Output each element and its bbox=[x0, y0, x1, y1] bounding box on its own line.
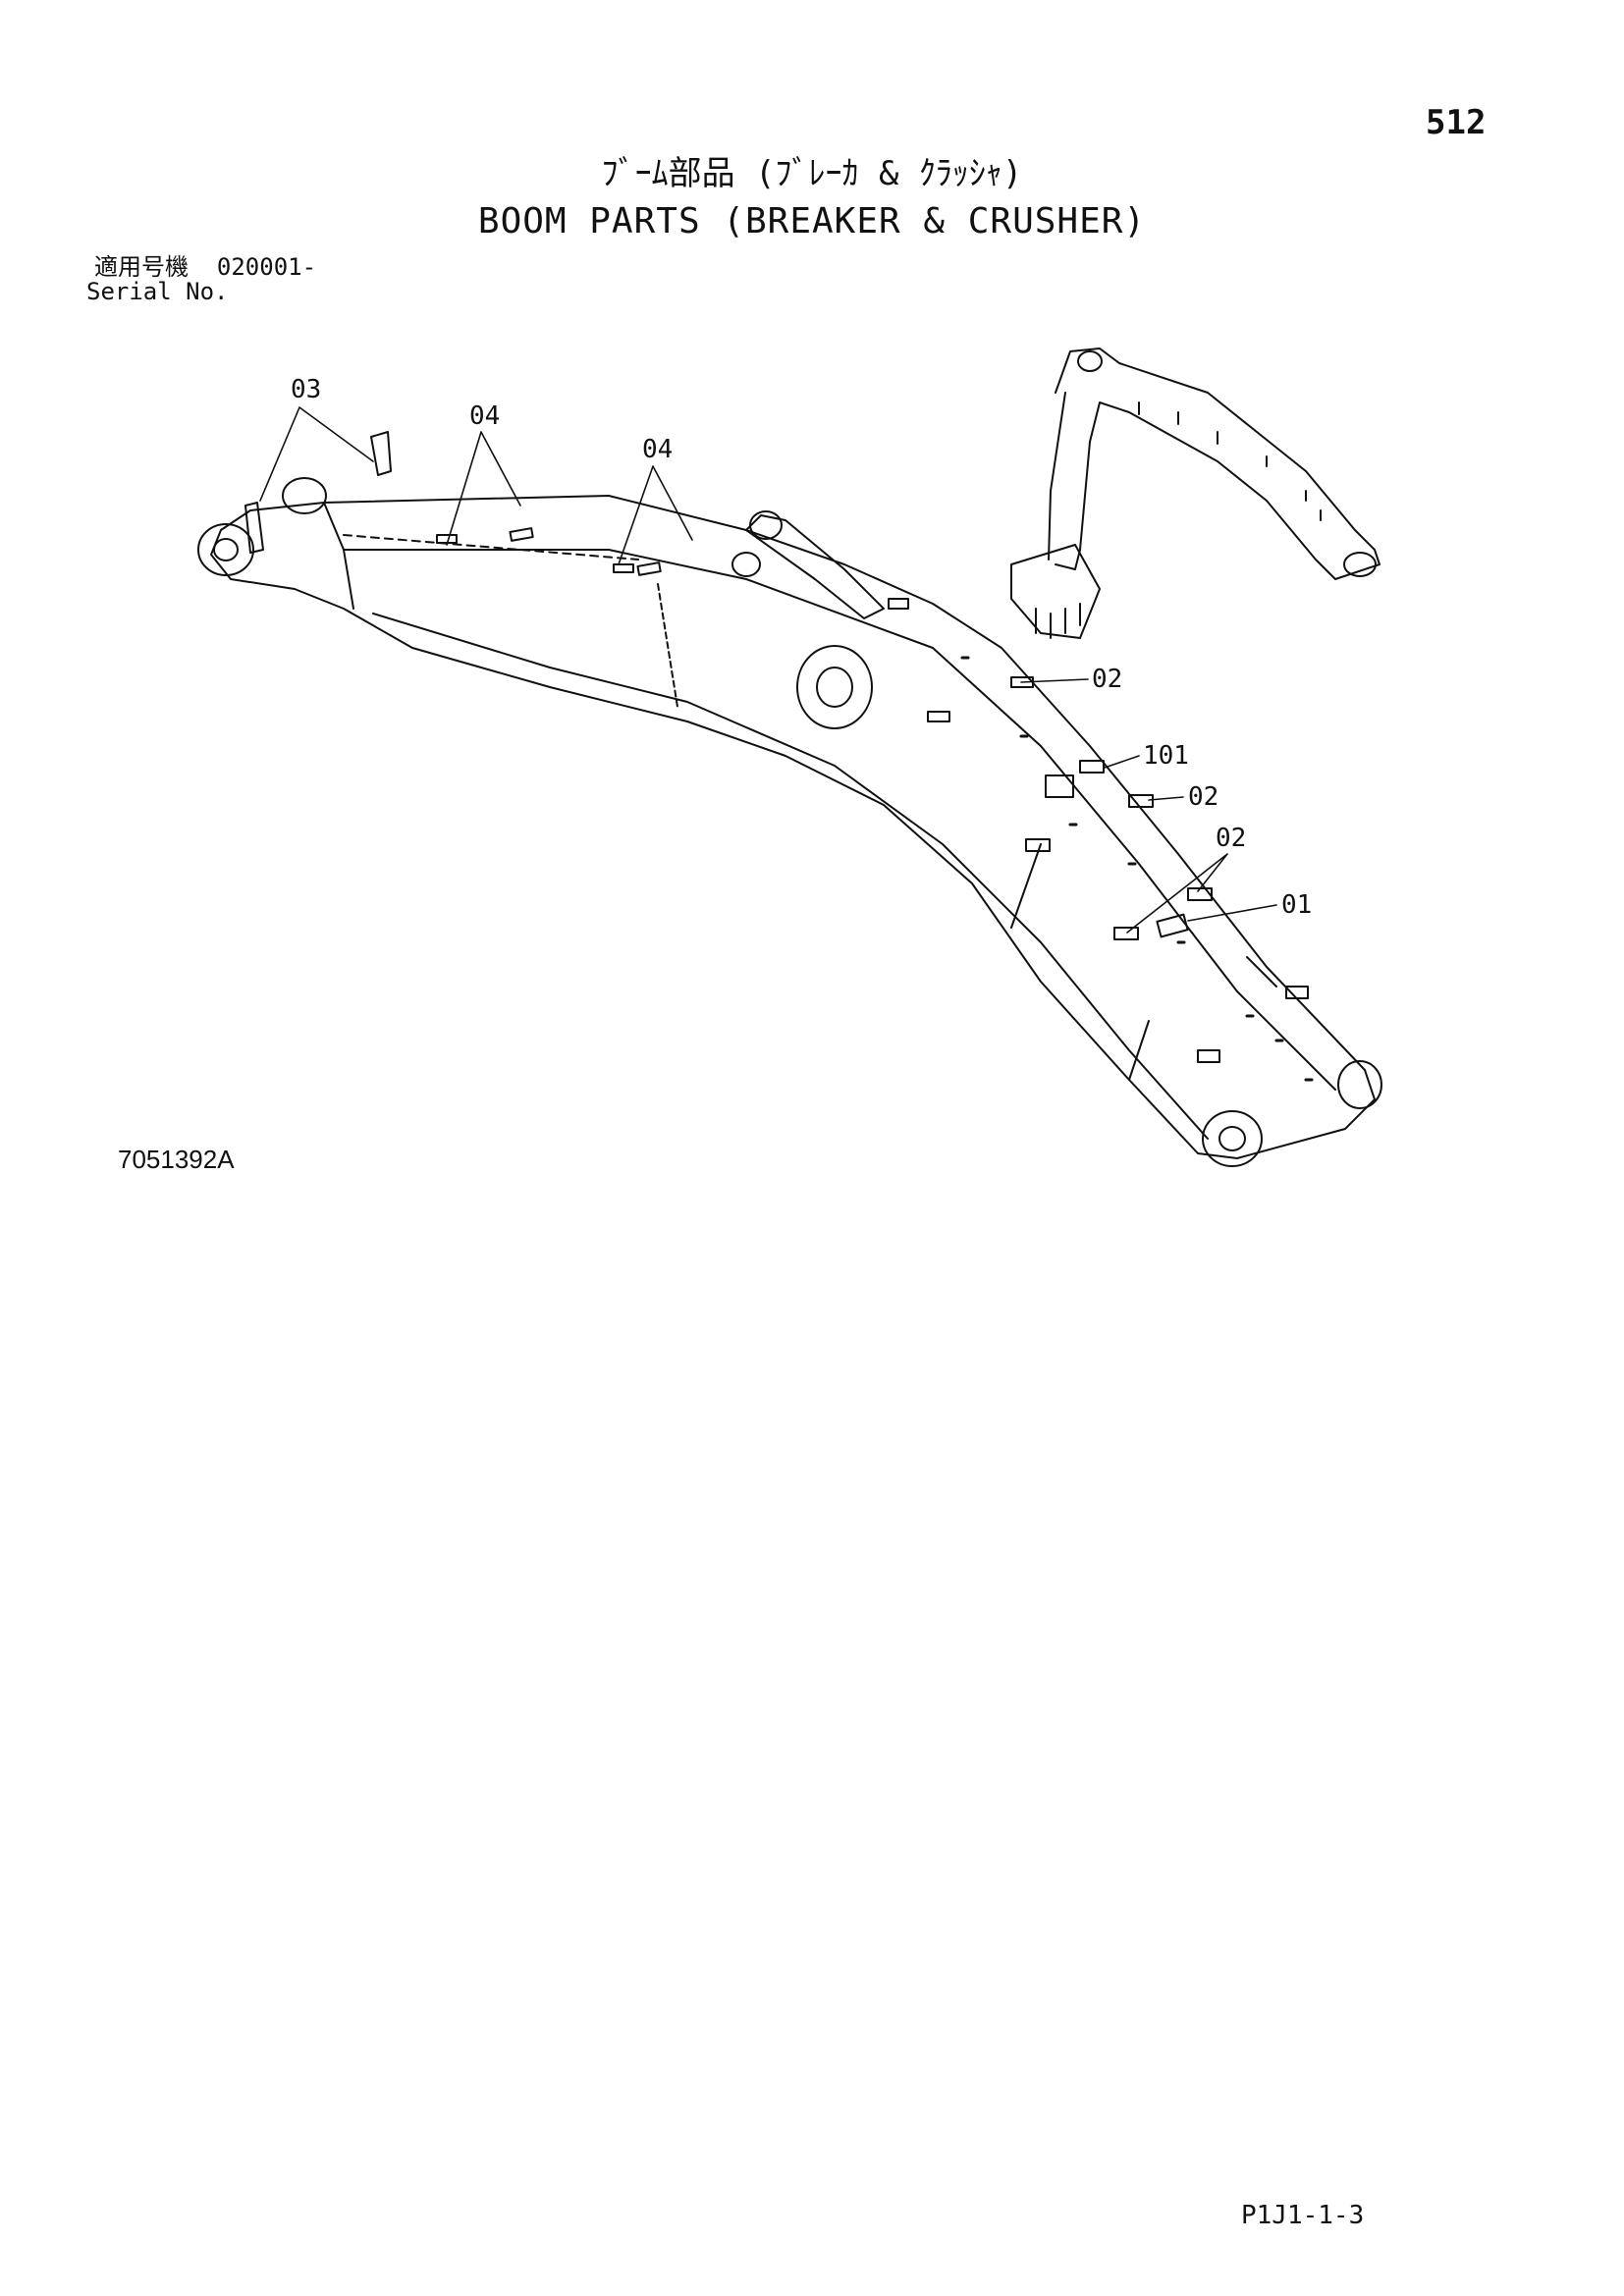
callout-04b: 04 bbox=[642, 435, 673, 464]
seam-4 bbox=[1128, 1020, 1150, 1081]
leader-01 bbox=[1187, 904, 1277, 922]
callout-02c: 02 bbox=[1216, 824, 1246, 853]
pad bbox=[1079, 760, 1105, 774]
title-japanese: ﾌﾞｰﾑ部品 (ﾌﾞﾚｰｶ & ｸﾗｯｼｬ) bbox=[601, 154, 1023, 193]
callout-101: 101 bbox=[1143, 741, 1189, 771]
part-03-a bbox=[370, 431, 392, 476]
serial-value: 020001- bbox=[216, 253, 317, 281]
callout-02b: 02 bbox=[1188, 782, 1218, 812]
pad bbox=[1045, 774, 1074, 798]
long-slot bbox=[1246, 956, 1277, 988]
callout-02a: 02 bbox=[1092, 665, 1122, 694]
tip-boss-2 bbox=[1337, 1060, 1382, 1109]
pad bbox=[436, 534, 458, 544]
leader-02c bbox=[1126, 853, 1228, 934]
cylinder-boss-inner bbox=[816, 667, 853, 708]
leader-04b bbox=[618, 465, 693, 565]
boom-parts-diagram: 03 04 04 02 101 02 02 01 bbox=[197, 347, 1382, 1167]
seam-2 bbox=[657, 583, 678, 708]
bracket-pin bbox=[749, 510, 783, 540]
tip-boss bbox=[1202, 1110, 1263, 1167]
pad bbox=[1113, 927, 1139, 940]
callout-04a: 04 bbox=[469, 401, 500, 431]
bracket-pin-2 bbox=[731, 552, 761, 577]
seam-1 bbox=[343, 549, 354, 610]
pad bbox=[1187, 887, 1213, 901]
pad bbox=[1285, 986, 1309, 999]
cylinder-boss bbox=[796, 645, 873, 729]
callout-03: 03 bbox=[291, 375, 321, 404]
foot-boss bbox=[197, 523, 254, 576]
pad bbox=[1197, 1049, 1220, 1063]
pad bbox=[1128, 794, 1154, 808]
footer-code: P1J1-1-3 bbox=[1241, 2201, 1365, 2230]
serial-label-japanese: 適用号機 bbox=[94, 253, 189, 281]
page-number: 512 bbox=[1426, 103, 1487, 142]
boom-outline bbox=[210, 495, 1376, 1159]
pad bbox=[1156, 913, 1189, 938]
boom-top-edge bbox=[323, 502, 1336, 1091]
pad bbox=[888, 598, 909, 610]
pad bbox=[1025, 838, 1051, 852]
pad bbox=[509, 527, 534, 542]
serial-line-japanese: 適用号機 020001- bbox=[94, 255, 316, 279]
drawing-id: 7051392A bbox=[118, 1145, 235, 1174]
leader-04a bbox=[446, 431, 521, 546]
pad bbox=[613, 563, 634, 573]
leader-02a bbox=[1020, 678, 1089, 683]
foot-boss-2 bbox=[282, 477, 327, 514]
pad bbox=[636, 561, 662, 576]
inset-attachment bbox=[1010, 347, 1380, 639]
callout-01: 01 bbox=[1281, 890, 1312, 920]
cylinder-bracket bbox=[745, 514, 885, 619]
seam-3 bbox=[1010, 843, 1042, 929]
leader-02b bbox=[1148, 796, 1184, 801]
hidden-line bbox=[343, 534, 639, 561]
part-03-b bbox=[244, 502, 264, 554]
leader-03 bbox=[259, 406, 374, 502]
serial-label-english: Serial No. bbox=[86, 278, 229, 305]
leader-101 bbox=[1104, 755, 1140, 769]
title-english: BOOM PARTS (BREAKER & CRUSHER) bbox=[477, 201, 1147, 241]
pad bbox=[927, 711, 950, 722]
foot-boss-inner bbox=[213, 538, 239, 561]
boom-side-edge bbox=[372, 613, 1209, 1140]
tip-boss-inner bbox=[1218, 1126, 1246, 1151]
